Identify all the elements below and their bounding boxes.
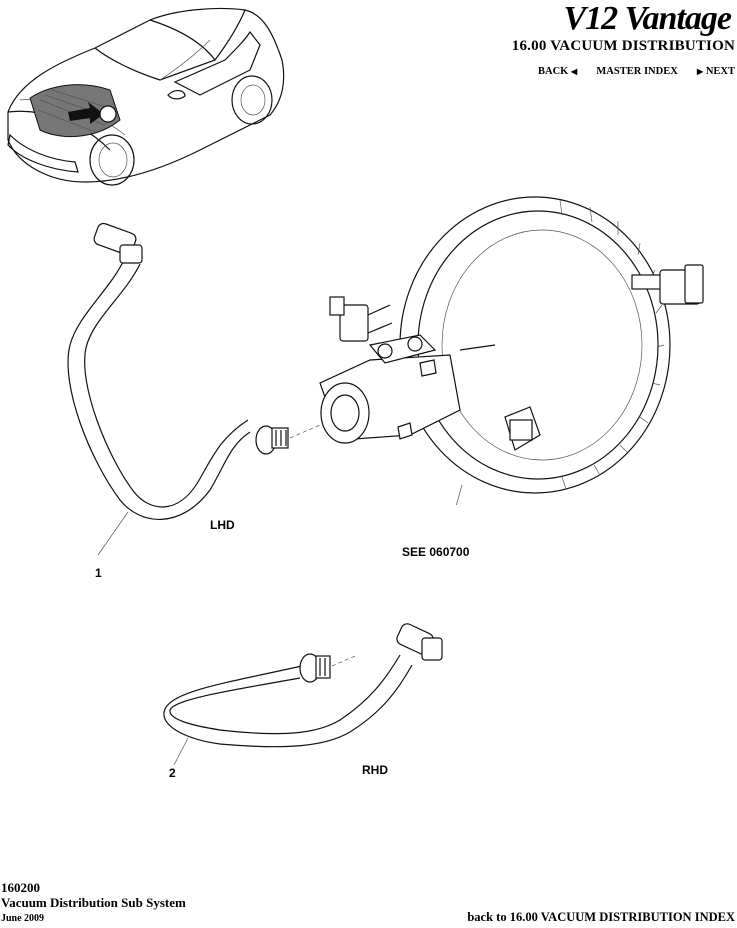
back-label: BACK bbox=[538, 66, 569, 77]
next-arrow-icon: ▶ bbox=[697, 67, 704, 76]
rhd-label: RHD bbox=[362, 763, 388, 777]
brand-logo: V12 Vantage bbox=[563, 0, 732, 37]
item-1-label: 1 bbox=[95, 566, 102, 580]
back-to-index-link[interactable]: back to 16.00 VACUUM DISTRIBUTION INDEX bbox=[467, 910, 735, 924]
master-index-link[interactable]: MASTER INDEX bbox=[596, 66, 678, 77]
lhd-hose-illustration bbox=[67, 222, 320, 556]
footer-title: Vacuum Distribution Sub System bbox=[1, 895, 186, 910]
footer-code: 160200 bbox=[1, 880, 40, 895]
brake-booster-illustration bbox=[319, 196, 704, 505]
back-arrow-icon: ◀ bbox=[570, 67, 578, 76]
nav-bar: BACK ◀ MASTER INDEX ▶ NEXT bbox=[538, 66, 735, 77]
footer-date: June 2009 bbox=[1, 913, 45, 924]
lhd-label: LHD bbox=[210, 518, 235, 532]
section-title: 16.00 VACUUM DISTRIBUTION bbox=[511, 38, 735, 54]
item-2-label: 2 bbox=[169, 766, 176, 780]
car-locator-illustration bbox=[7, 7, 285, 186]
next-label: NEXT bbox=[705, 66, 735, 77]
next-link[interactable]: ▶ NEXT bbox=[697, 66, 735, 77]
back-link[interactable]: BACK ◀ bbox=[538, 66, 577, 77]
see-reference-label: SEE 060700 bbox=[402, 545, 470, 559]
rhd-hose-illustration bbox=[163, 623, 443, 766]
